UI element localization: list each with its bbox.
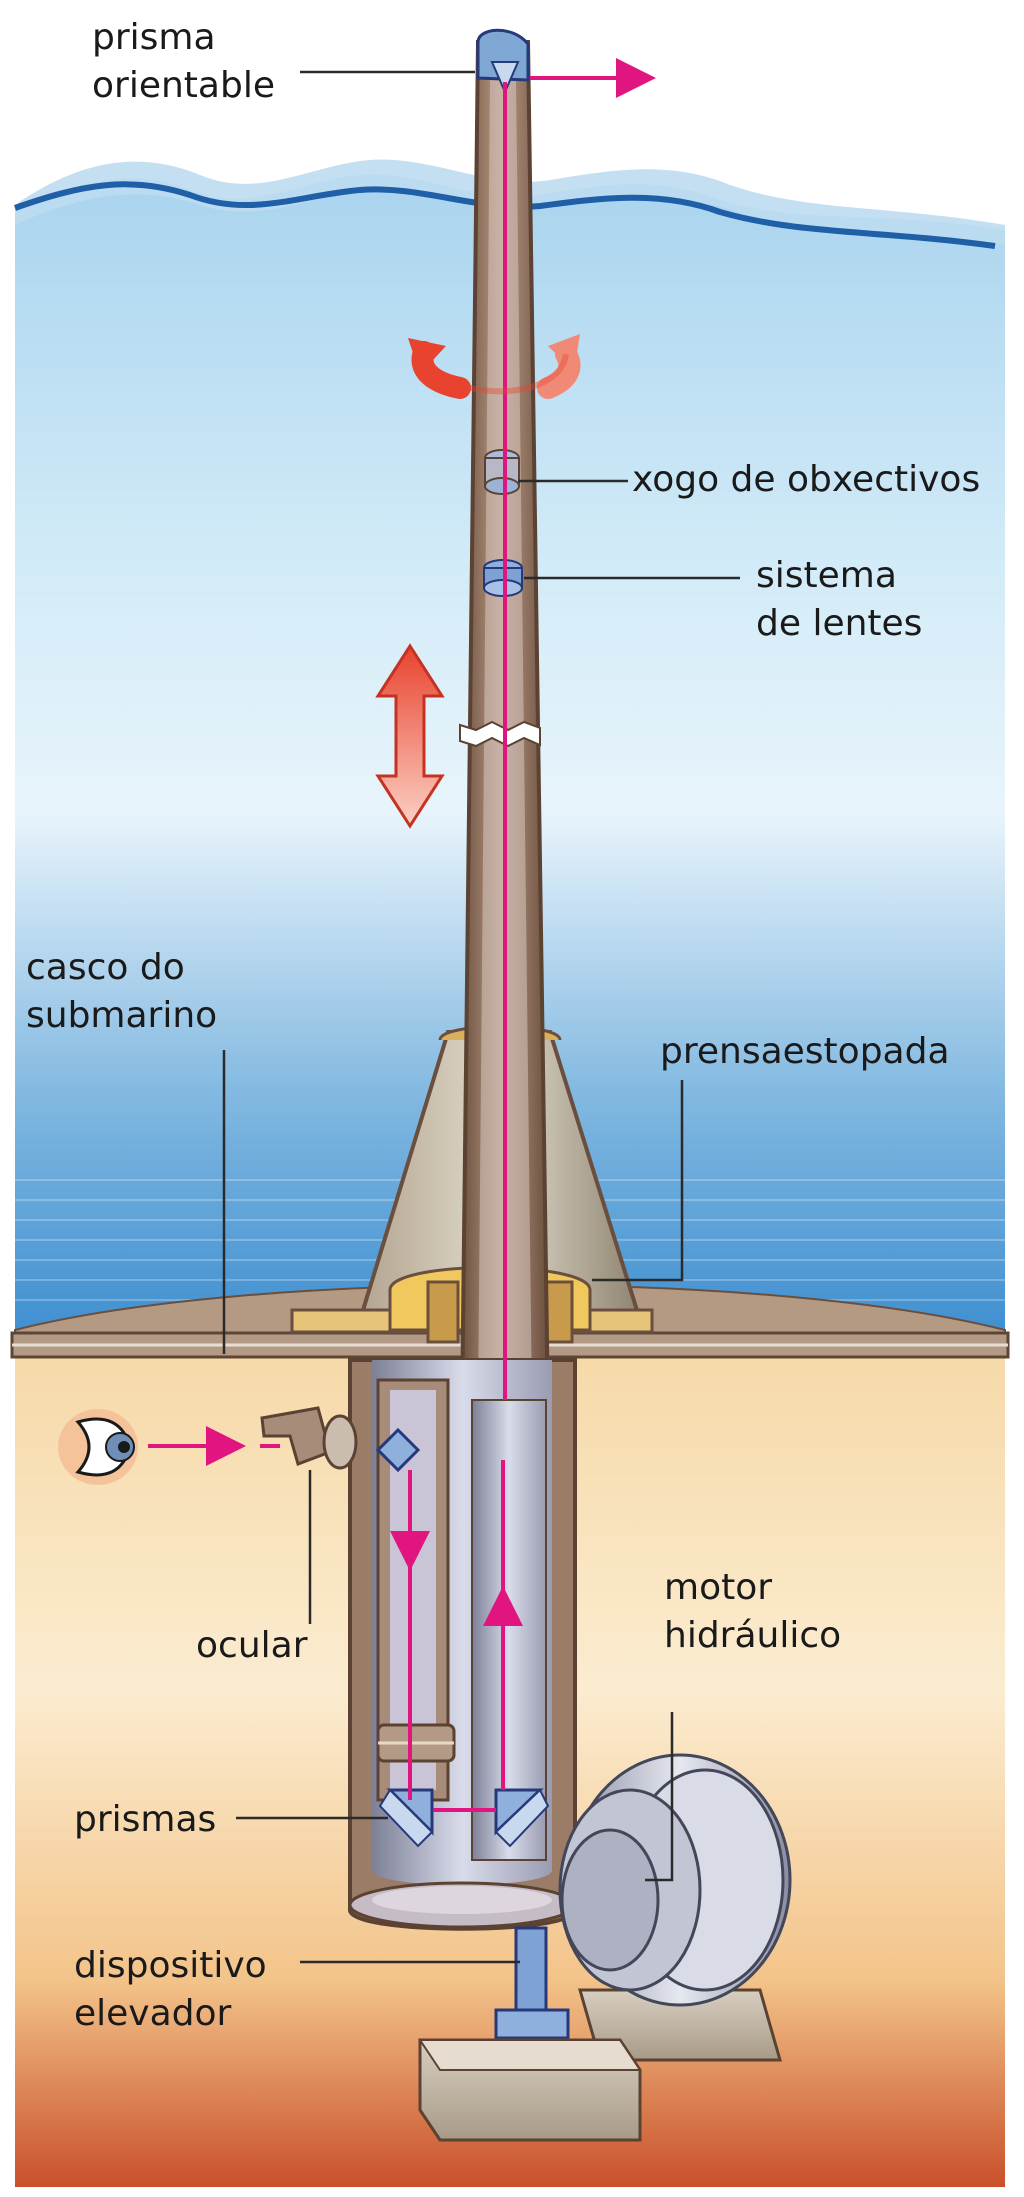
label-prisma-orientable: prisma orientable <box>92 14 275 110</box>
label-sistema-de-lentes-line-2: de lentes <box>756 603 923 644</box>
rotation-arrow-icon <box>408 334 581 399</box>
label-sistema-de-lentes-line-1: sistema <box>756 555 897 596</box>
label-prensaestopada: prensaestopada <box>660 1031 950 1072</box>
leader-lines <box>222 70 740 1964</box>
label-ocular: ocular <box>196 1625 308 1666</box>
label-xogo-de-obxectivos: xogo de obxectivos <box>632 459 981 500</box>
ocular-eyepiece <box>260 1406 358 1470</box>
label-motor-hidraulico-line-1: motor <box>664 1567 773 1608</box>
light-path <box>148 58 656 1812</box>
label-casco-do-submarino-line-2: submarino <box>26 995 218 1036</box>
objective-lens-set <box>484 449 520 495</box>
label-casco-do-submarino-line-1: casco do <box>26 947 185 988</box>
label-dispositivo-elevador: dispositivo elevador <box>74 1942 267 2038</box>
label-motor-hidraulico-line-2: hidráulico <box>664 1615 842 1656</box>
label-prismas: prismas <box>74 1799 217 1840</box>
label-prisma-orientable-line-2: orientable <box>92 65 275 106</box>
waterline <box>13 181 996 249</box>
ocular-prism <box>375 1427 421 1473</box>
label-prisma-orientable-line-1: prisma <box>92 17 216 58</box>
label-sistema-de-lentes: sistema de lentes <box>756 552 922 648</box>
label-dispositivo-elevador-line-1: dispositivo <box>74 1945 267 1986</box>
hydraulic-motor <box>558 1753 792 2062</box>
eye-icon <box>58 1409 138 1485</box>
label-motor-hidraulico: motor hidráulico <box>664 1564 841 1660</box>
label-dispositivo-elevador-line-2: elevador <box>74 1993 232 2034</box>
elevator-device <box>418 1926 642 2142</box>
label-casco-do-submarino: casco do submarino <box>26 944 217 1040</box>
up-down-arrow-icon <box>375 643 445 829</box>
